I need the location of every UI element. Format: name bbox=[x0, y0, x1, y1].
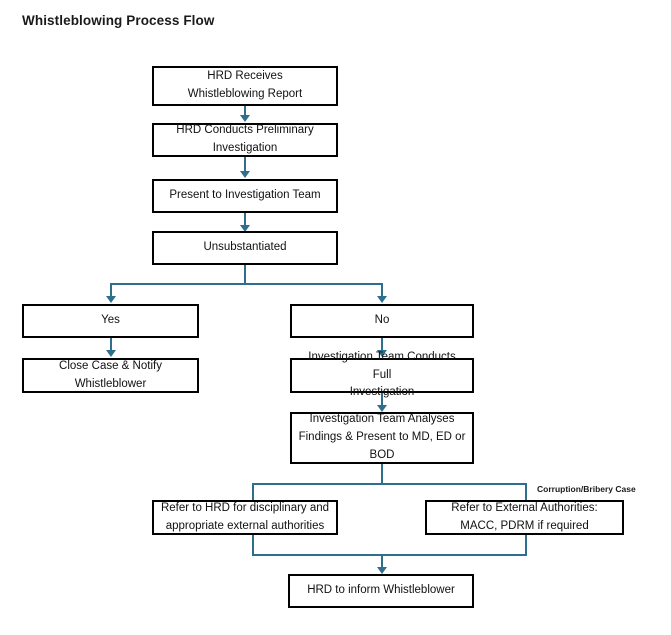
connector-n3-n4 bbox=[244, 213, 246, 227]
node-no[interactable]: No bbox=[290, 304, 474, 338]
connector-split2-vertical bbox=[381, 464, 383, 485]
connector-split-horizontal bbox=[110, 283, 383, 285]
node-line-1: HRD Receives bbox=[207, 70, 283, 83]
connector-yes-close bbox=[110, 338, 112, 351]
node-refer-to-hrd[interactable]: Refer to HRD for disciplinary and approp… bbox=[152, 500, 338, 535]
node-line-1: Close Case & Notify bbox=[59, 359, 162, 372]
node-refer-external-authorities[interactable]: Refer to External Authorities: MACC, PDR… bbox=[425, 500, 624, 535]
arrowhead-to-no bbox=[377, 296, 387, 303]
node-yes[interactable]: Yes bbox=[22, 304, 199, 338]
node-hrd-inform-whistleblower[interactable]: HRD to inform Whistleblower bbox=[288, 574, 474, 608]
node-line-2: Investigation bbox=[298, 384, 466, 402]
connector-n8-n9 bbox=[381, 393, 383, 407]
node-line-1: HRD Conducts Preliminary bbox=[176, 124, 314, 137]
arrowhead-yes-close bbox=[106, 350, 116, 357]
node-investigation-team-full[interactable]: Investigation Team Conducts Full Investi… bbox=[290, 351, 474, 398]
node-line-1: No bbox=[374, 314, 390, 327]
connector-n1-n2 bbox=[244, 106, 246, 117]
connector-split-vertical bbox=[244, 265, 246, 284]
connector-merge-horizontal bbox=[252, 554, 527, 556]
connector-split2-horizontal bbox=[252, 483, 527, 485]
node-analyses-findings[interactable]: Investigation Team Analyses Findings & P… bbox=[290, 412, 474, 464]
node-unsubstantiated[interactable]: Unsubstantiated bbox=[152, 231, 338, 265]
edge-label-corruption-bribery: Corruption/Bribery Case bbox=[537, 484, 636, 494]
connector-split-left bbox=[110, 283, 112, 297]
node-hrd-preliminary-investigation[interactable]: HRD Conducts Preliminary Investigation bbox=[152, 123, 338, 157]
node-line-2: Investigation bbox=[212, 142, 278, 154]
node-line-3: BOD bbox=[369, 448, 395, 461]
node-present-to-investigation-team[interactable]: Present to Investigation Team bbox=[152, 179, 338, 213]
node-line-1: Unsubstantiated bbox=[203, 241, 287, 254]
node-line-1: Present to Investigation Team bbox=[169, 189, 321, 202]
connector-merge-left bbox=[252, 535, 254, 556]
node-hrd-receives-report[interactable]: HRD Receives Whistleblowing Report bbox=[152, 66, 338, 106]
node-line-2: MACC, PDRM if required bbox=[460, 519, 589, 532]
connector-merge-down bbox=[381, 554, 383, 569]
node-line-1: Investigation Team Conducts Full bbox=[308, 350, 456, 381]
arrowhead-to-yes bbox=[106, 296, 116, 303]
arrowhead-n2-n3 bbox=[240, 171, 250, 178]
connector-split2-left bbox=[252, 483, 254, 501]
connector-split2-right bbox=[525, 483, 527, 501]
connector-merge-right bbox=[525, 535, 527, 556]
arrowhead-to-final bbox=[377, 567, 387, 574]
arrowhead-n3-n4 bbox=[240, 225, 250, 232]
connector-no-investigation bbox=[381, 338, 383, 351]
node-line-2: Findings & Present to MD, ED or bbox=[298, 431, 466, 444]
node-line-2: Whistleblowing Report bbox=[187, 88, 303, 100]
node-line-1: Refer to HRD for disciplinary and bbox=[160, 501, 330, 514]
connector-n2-n3 bbox=[244, 157, 246, 172]
node-line-1: Yes bbox=[101, 314, 120, 327]
arrowhead-n1-n2 bbox=[240, 115, 250, 122]
connector-split-right bbox=[381, 283, 383, 297]
node-line-1: HRD to inform Whistleblower bbox=[307, 584, 455, 597]
page-title: Whistleblowing Process Flow bbox=[22, 13, 215, 28]
node-line-2: Whistleblower bbox=[74, 377, 147, 390]
node-line-1: Refer to External Authorities: bbox=[451, 501, 598, 514]
node-line-1: Investigation Team Analyses bbox=[309, 413, 455, 426]
node-close-case-notify[interactable]: Close Case & Notify Whistleblower bbox=[22, 358, 199, 393]
node-line-2: appropriate external authorities bbox=[165, 519, 325, 532]
arrowhead-n8-n9 bbox=[377, 405, 387, 412]
arrowhead-no-investigation bbox=[377, 350, 387, 357]
